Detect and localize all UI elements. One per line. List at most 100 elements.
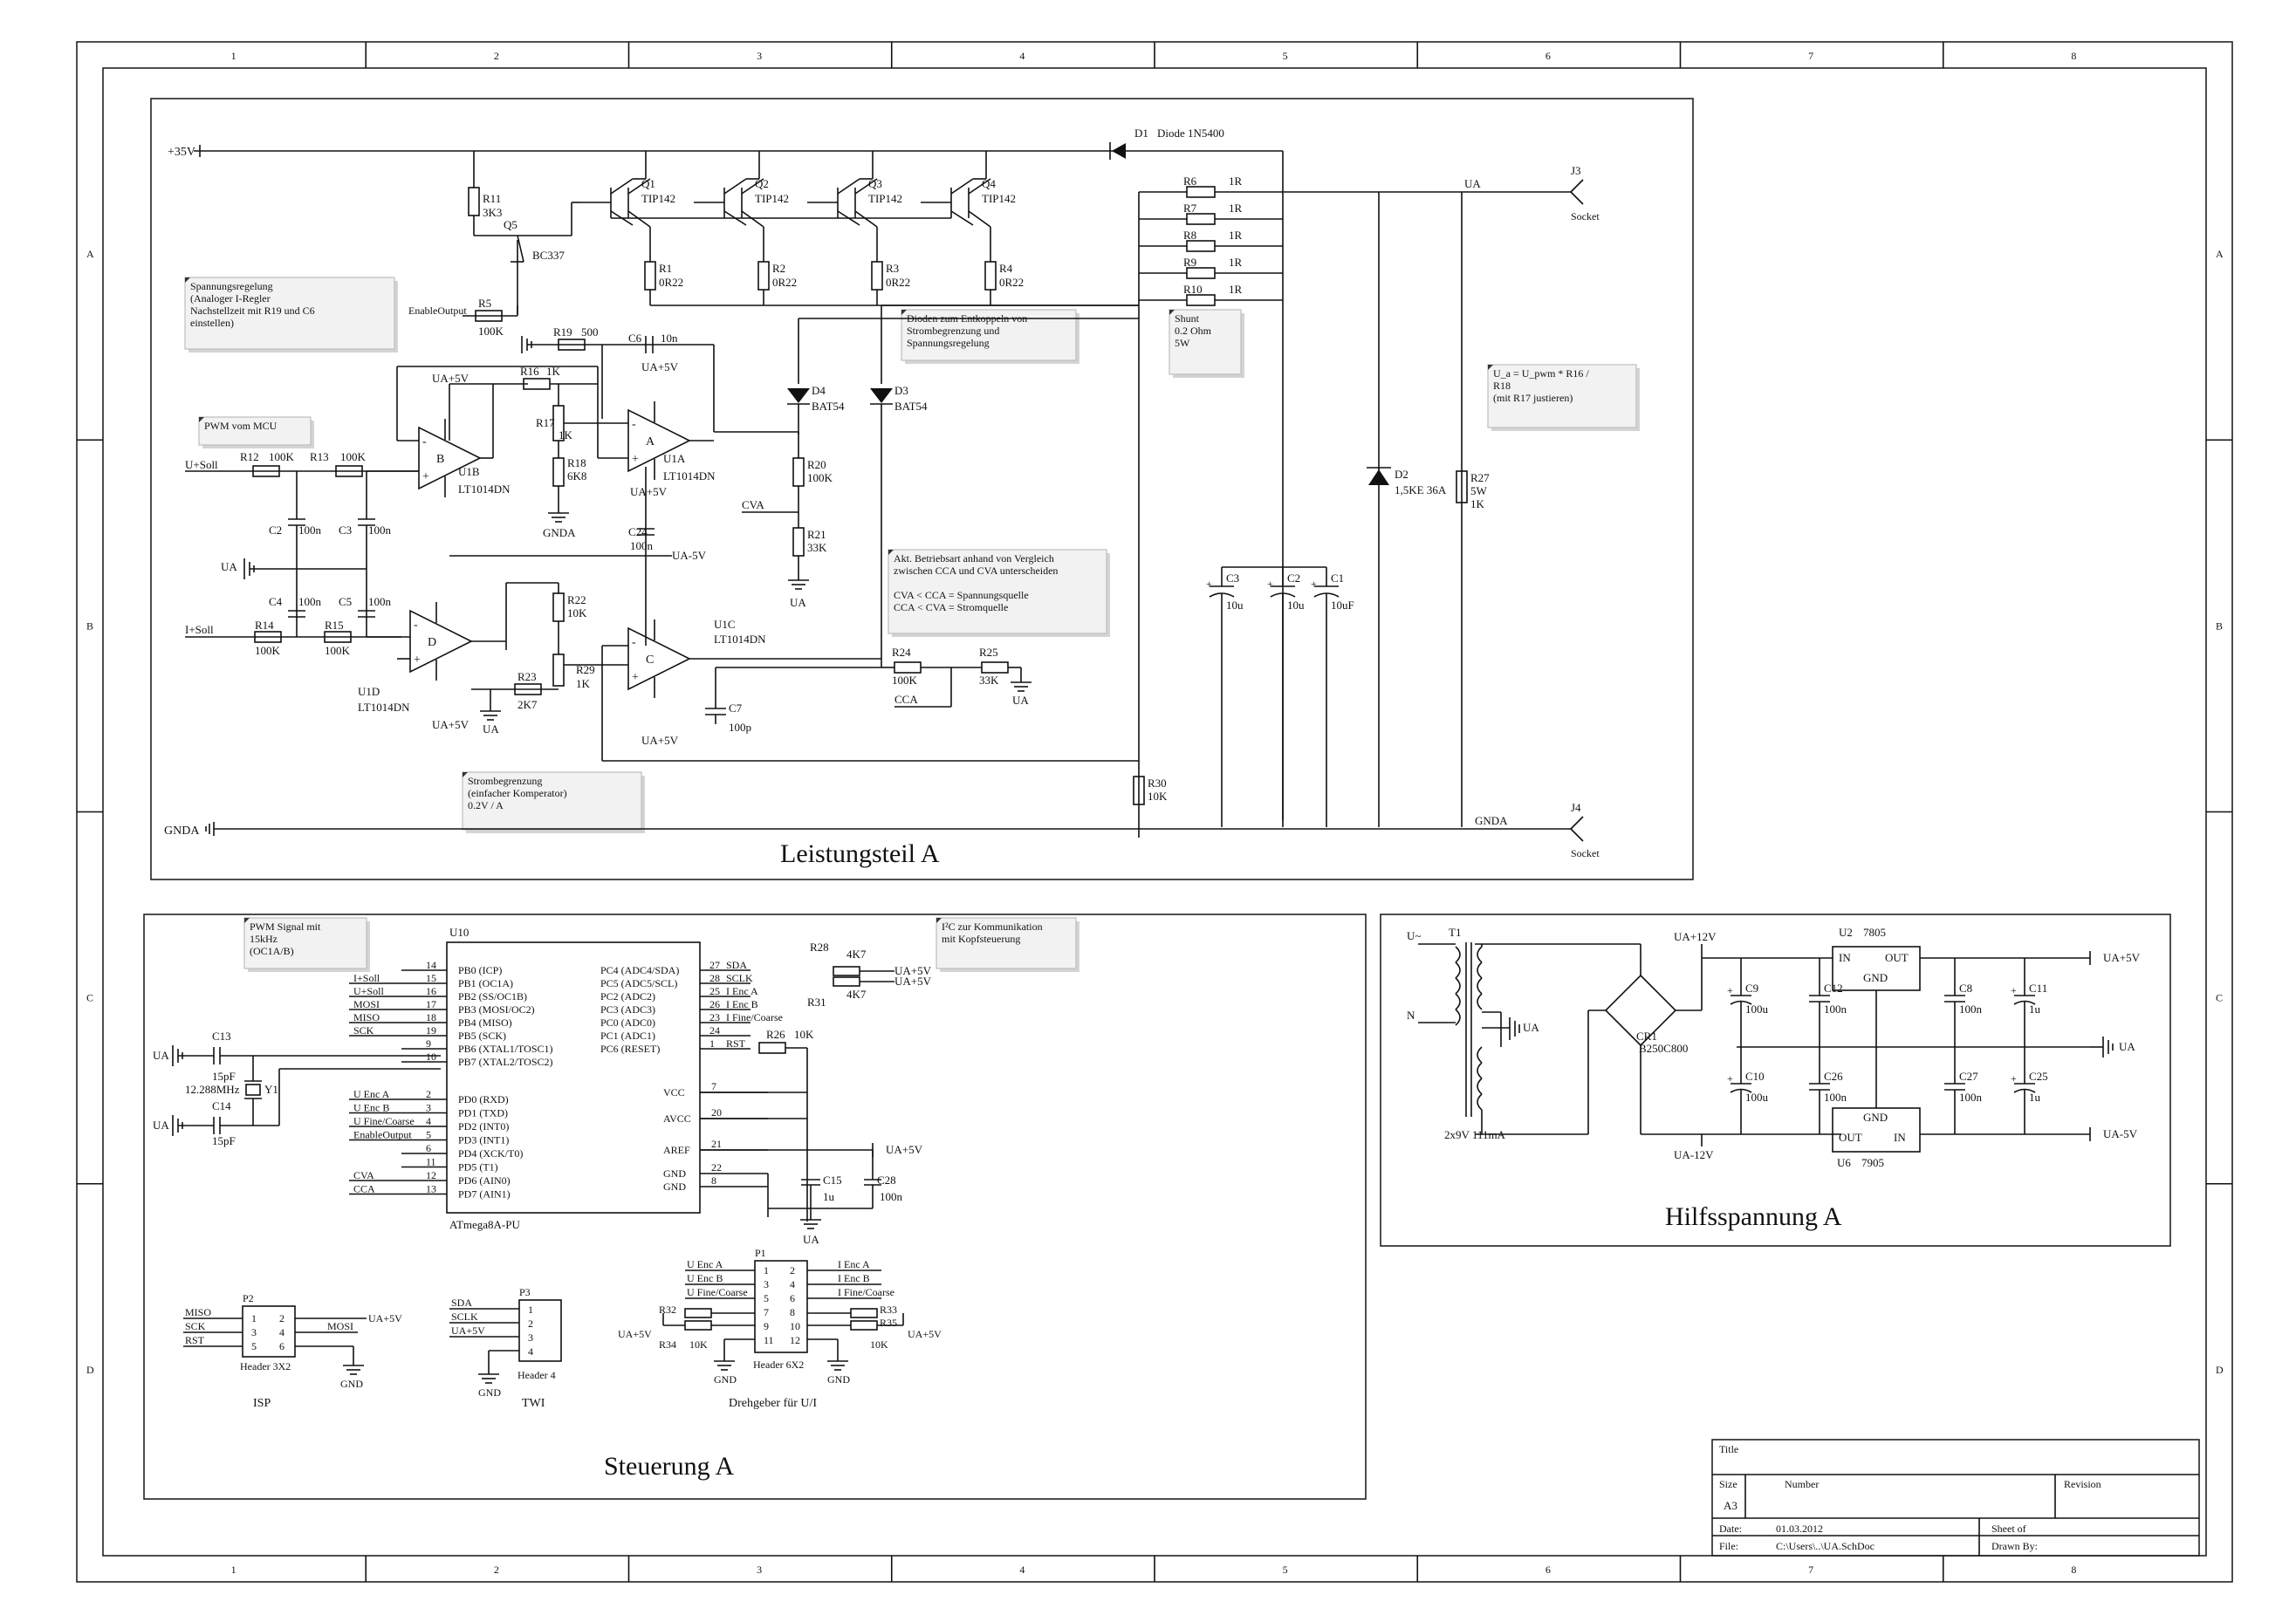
label-c2-val: 10u [1287,599,1305,612]
svg-text:-: - [414,619,418,632]
power-section-box [150,98,1694,880]
label-ua-r21: UA [790,596,806,609]
note-text: R18 [1493,380,1511,392]
label-r11: R11 [483,192,501,205]
mcu-pin-number: 3 [426,1102,431,1114]
mcu-pin-left: PD1 (TXD)3U Enc B [349,1102,508,1119]
label-q4: Q4 [982,177,996,190]
label-t1: T1 [1449,926,1461,939]
label-r13-val: 100K [340,450,367,463]
mcu-pin-name: PD4 (XCK/T0) [458,1147,523,1160]
label-c25-val: 1u [2029,1091,2041,1104]
power-section-title: Leistungsteil A [780,839,940,868]
svg-text:3: 3 [764,1278,769,1290]
mcu-pin-name: VCC [663,1086,685,1098]
svg-text:11: 11 [764,1334,774,1346]
label-c15: C15 [823,1174,842,1187]
label-u1d: U1D [358,685,380,698]
p2-gnd: GND [340,1378,363,1390]
mcu-pin-number: 17 [426,998,436,1010]
row-label-left: A [86,248,94,260]
mcu-pin-left: PD4 (XCK/T0) 6 [401,1142,523,1160]
label-ua5-r28: UA+5V [894,964,932,977]
mcu-net-label: EnableOutput [353,1129,412,1141]
label-u2-gnd: GND [1863,971,1888,984]
label-cca: CCA [894,693,918,706]
label-r23-val: 2K7 [517,698,538,711]
p3-net: SCLK [451,1311,478,1323]
label-r16-val: 1K [546,365,561,378]
label-u1a-val: LT1014DN [663,469,716,482]
svg-text:A: A [646,435,655,448]
label-r1: R1 [659,262,672,275]
mcu-pin-name: PD3 (INT1) [458,1134,509,1146]
label-ua-aux: UA [2119,1040,2135,1053]
label-r18: R18 [567,456,586,469]
mcu-pin-number: 6 [426,1142,431,1154]
p1-net-right: I Fine/Coarse [838,1286,894,1298]
label-r14-val: 100K [255,644,281,657]
p2-ua5: UA+5V [368,1312,402,1324]
p3-net: SDA [451,1297,472,1309]
tb-file-val: C:\Users\..\UA.SchDoc [1776,1540,1874,1552]
label-mcu: ATmega8A-PU [449,1218,520,1231]
svg-text:-: - [632,636,636,649]
label-ua5-aux: UA+5V [2103,951,2141,964]
label-c3s: C3 [339,524,352,537]
mcu-pin-name: PC3 (ADC3) [600,1003,655,1016]
isp-title: ISP [253,1397,271,1410]
svg-text:3: 3 [528,1331,533,1344]
mcu-net-label: SDA [726,959,747,971]
mcu-pin-name: AVCC [663,1112,691,1125]
title-block: Title Size A3 Number Revision Date: 01.0… [1711,1439,2200,1557]
label-c11-val: 1u [2029,1003,2041,1016]
label-c1: C1 [1331,571,1344,585]
mcu-pin-left: PB0 (ICP)14 [401,959,502,976]
label-q4-val: TIP142 [982,192,1016,205]
svg-text:4: 4 [790,1278,795,1290]
mcu-pin-number: 28 [709,972,720,984]
mcu-net-label: I Enc B [726,998,758,1010]
note-mode: Akt. Betriebsart anhand von Vergleichzwi… [888,549,1110,637]
label-y1-val: 12.288MHz [185,1083,240,1096]
mcu-net-label: SCK [353,1024,374,1037]
label-y1: Y1 [264,1083,278,1096]
label-u6-in: IN [1894,1131,1906,1144]
mcu-pin-left: PB1 (OC1A)15I+Soll [349,972,513,989]
label-r7: R7 [1183,202,1197,215]
label-r13: R13 [310,450,329,463]
label-r15: R15 [325,619,344,632]
label-c25: C25 [2029,1070,2048,1083]
label-c4: C4 [269,595,283,608]
tb-title: Title [1719,1443,1738,1455]
p1-net-left: U Fine/Coarse [687,1286,748,1298]
mcu-pin-name: PD6 (AIN0) [458,1174,511,1187]
svg-text:+: + [632,453,639,466]
svg-text:+: + [1206,578,1212,590]
row-label-left: B [86,619,93,632]
label-r10: R10 [1183,283,1203,296]
mcu-pin-name: PC2 (ADC2) [600,990,655,1003]
mcu-pin-number: 21 [711,1138,722,1150]
p1-ua5-left: UA+5V [618,1328,652,1340]
label-u1a: U1A [663,452,686,465]
mcu-pin-name: PC0 (ADC0) [600,1016,655,1029]
label-c13: C13 [212,1030,231,1043]
label-r14: R14 [255,619,274,632]
row-label-right: A [2216,248,2224,260]
note-text: 5W [1175,337,1190,349]
label-c26: C26 [1824,1070,1843,1083]
label-r28-val: 4K7 [846,948,867,961]
mcu-pin-number: 15 [426,972,436,984]
svg-text:+: + [1311,578,1317,590]
svg-text:4: 4 [528,1345,533,1358]
label-r21-val: 33K [807,541,827,554]
tvs-diode-d2 [1368,469,1389,485]
